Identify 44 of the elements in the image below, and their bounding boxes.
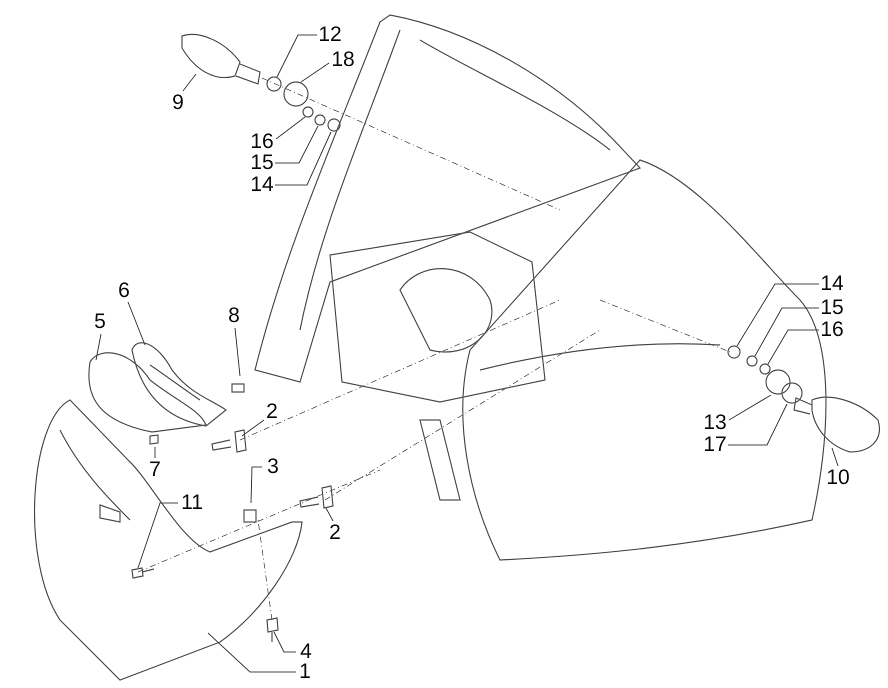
leader-line xyxy=(234,328,240,376)
leader-line xyxy=(182,74,196,92)
leader-line xyxy=(276,34,318,78)
callout-number: 6 xyxy=(118,280,130,302)
callout-number: 8 xyxy=(228,305,240,327)
leader-line xyxy=(274,132,332,186)
leader-line xyxy=(242,420,264,436)
leader-line xyxy=(154,446,156,458)
leader-line xyxy=(274,632,296,652)
leader-line xyxy=(208,632,296,672)
callout-number: 1 xyxy=(299,661,311,683)
callout-number: 18 xyxy=(331,49,355,71)
callout-number: 10 xyxy=(826,467,850,489)
leader-line xyxy=(96,334,102,360)
callout-number: 16 xyxy=(250,131,274,153)
leader-line xyxy=(276,116,306,140)
callout-number: 11 xyxy=(181,492,203,514)
leader-line xyxy=(326,508,334,522)
callout-number: 15 xyxy=(250,152,274,174)
leader-line xyxy=(768,330,820,364)
callout-number: 13 xyxy=(703,412,727,434)
callout-number: 14 xyxy=(250,174,274,196)
callout-number: 4 xyxy=(300,641,312,663)
leader-line xyxy=(736,284,820,346)
callout-number: 17 xyxy=(703,434,727,456)
callout-number: 16 xyxy=(820,319,844,341)
callout-number: 2 xyxy=(266,401,278,423)
callout-number: 15 xyxy=(820,297,844,319)
callout-number: 12 xyxy=(318,24,342,46)
leader-line xyxy=(832,448,838,466)
leader-line xyxy=(138,502,178,568)
callout-number: 14 xyxy=(820,273,844,295)
leader-line xyxy=(754,308,820,356)
callout-number: 7 xyxy=(149,459,161,481)
callout-number: 2 xyxy=(329,522,341,544)
callout-number: 9 xyxy=(172,92,184,114)
leader-line xyxy=(300,62,330,82)
callout-number: 3 xyxy=(267,456,279,478)
leader-line xyxy=(250,466,262,504)
leader-line xyxy=(274,126,318,164)
callout-number: 5 xyxy=(94,311,106,333)
leader-line xyxy=(728,404,788,446)
leader-line xyxy=(728,394,772,420)
leader-line xyxy=(128,302,146,346)
